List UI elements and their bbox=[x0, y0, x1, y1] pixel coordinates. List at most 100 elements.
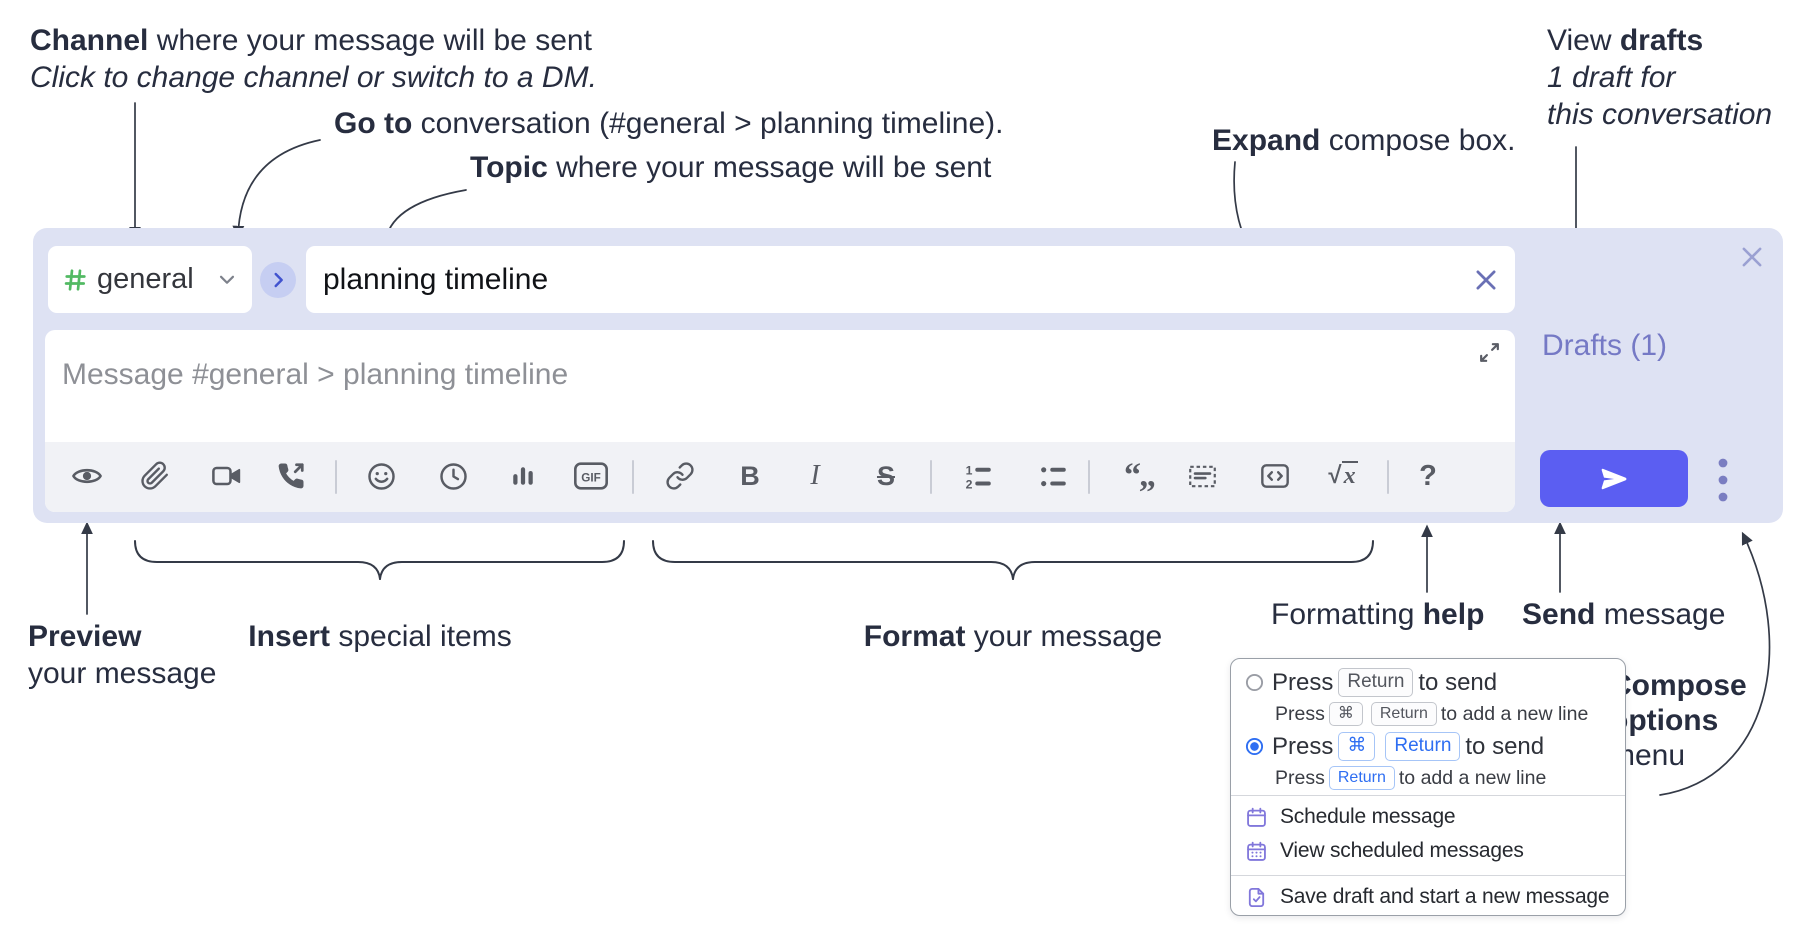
schedule-message-item[interactable]: Schedule message bbox=[1245, 805, 1456, 829]
annotation-goto: Go to conversation (#general > planning … bbox=[334, 107, 1004, 140]
annotation-send: Send message bbox=[1522, 598, 1726, 631]
numbered-list-icon: 1 2 bbox=[965, 463, 991, 491]
italic-glyph: I bbox=[810, 460, 820, 491]
bulleted-list-button[interactable] bbox=[1030, 453, 1076, 499]
annotation-formatting-help: Formatting help bbox=[1271, 598, 1485, 631]
spoiler-icon bbox=[1188, 465, 1216, 487]
calendar-icon bbox=[1247, 807, 1266, 827]
message-formatting-help-button[interactable]: ? bbox=[1405, 453, 1451, 499]
cmd-enter-sends-option[interactable]: Press ⌘ Return to send bbox=[1245, 732, 1544, 761]
topic-clear-button[interactable] bbox=[1471, 265, 1501, 295]
expand-compose-button[interactable] bbox=[1477, 340, 1502, 370]
math-glyph: √x bbox=[1328, 461, 1358, 489]
enter-sends-option-subtext: Press ⌘ Return to add a new line bbox=[1275, 702, 1589, 726]
topic-input[interactable] bbox=[323, 262, 1471, 297]
toolbar-divider bbox=[632, 460, 634, 494]
kebab-icon bbox=[1718, 458, 1728, 502]
radio-selected-icon[interactable] bbox=[1245, 737, 1264, 756]
toolbar-divider bbox=[1088, 460, 1090, 494]
svg-text:2: 2 bbox=[965, 477, 972, 491]
compose-box: general Message #general > planning time… bbox=[33, 228, 1783, 523]
bold-button[interactable]: B bbox=[727, 453, 773, 499]
strikethrough-button[interactable]: S bbox=[863, 453, 909, 499]
close-icon bbox=[1742, 247, 1762, 267]
question-mark-glyph: ? bbox=[1419, 459, 1437, 492]
quote-button[interactable]: “„ bbox=[1116, 453, 1162, 499]
gif-button[interactable]: GIF bbox=[568, 453, 614, 499]
compose-toolbar: GIF B I S bbox=[45, 442, 1515, 512]
gif-icon: GIF bbox=[574, 462, 608, 490]
annotation-insert: Insert special items bbox=[248, 620, 512, 653]
send-button[interactable] bbox=[1540, 450, 1688, 507]
send-icon bbox=[1601, 468, 1627, 489]
video-camera-icon bbox=[212, 466, 241, 486]
audio-call-button[interactable] bbox=[268, 453, 314, 499]
radio-unselected-icon[interactable] bbox=[1245, 673, 1264, 692]
numbered-list-button[interactable]: 1 2 bbox=[955, 453, 1001, 499]
channel-hash-icon bbox=[64, 268, 86, 291]
go-to-conversation-button[interactable] bbox=[260, 262, 296, 298]
popup-divider bbox=[1231, 875, 1625, 876]
annotation-preview: Preview your message bbox=[28, 620, 217, 690]
compose-options-menu-button[interactable] bbox=[1705, 452, 1741, 508]
enter-sends-option[interactable]: Press Return to send bbox=[1245, 668, 1497, 697]
spoiler-button[interactable] bbox=[1179, 453, 1225, 499]
popup-divider bbox=[1231, 795, 1625, 796]
toolbar-divider bbox=[1387, 460, 1389, 494]
annotation-compose-menu: Compose options menu bbox=[1610, 669, 1747, 772]
emoji-button[interactable] bbox=[358, 453, 404, 499]
chevron-down-icon bbox=[219, 275, 235, 284]
bar-chart-icon bbox=[513, 467, 533, 485]
bold-glyph: B bbox=[740, 460, 760, 491]
document-check-icon bbox=[1248, 887, 1265, 907]
return-key: Return bbox=[1385, 732, 1461, 761]
bulleted-list-icon bbox=[1040, 466, 1066, 486]
view-scheduled-messages-item[interactable]: View scheduled messages bbox=[1245, 839, 1524, 863]
toolbar-divider bbox=[335, 460, 337, 494]
eye-icon bbox=[72, 468, 102, 484]
calendar-dots-icon bbox=[1247, 841, 1266, 861]
close-icon bbox=[1476, 270, 1496, 289]
topic-field bbox=[306, 246, 1515, 313]
annotation-view-drafts: View drafts 1 draft for this conversatio… bbox=[1547, 24, 1773, 131]
channel-picker-button[interactable]: general bbox=[48, 246, 252, 313]
message-placeholder: Message #general > planning timeline bbox=[62, 358, 569, 391]
svg-text:1: 1 bbox=[965, 463, 972, 477]
annotation-topic: Topic where your message will be sent bbox=[470, 151, 992, 184]
quote-glyph: “„ bbox=[1124, 457, 1156, 494]
return-key: Return bbox=[1370, 702, 1437, 726]
cmd-key: ⌘ bbox=[1328, 702, 1363, 726]
toolbar-divider bbox=[930, 460, 932, 494]
annotation-channel: Channel where your message will be sent … bbox=[30, 24, 597, 94]
poll-button[interactable] bbox=[500, 453, 546, 499]
smiley-icon bbox=[367, 462, 395, 490]
preview-button[interactable] bbox=[64, 453, 110, 499]
time-button[interactable] bbox=[430, 453, 476, 499]
strikethrough-glyph: S bbox=[876, 460, 895, 491]
phone-outgoing-icon bbox=[278, 463, 304, 489]
annotation-expand: Expand compose box. bbox=[1212, 124, 1516, 157]
chevron-right-icon bbox=[274, 272, 283, 288]
cmd-key: ⌘ bbox=[1338, 732, 1376, 761]
math-button[interactable]: √x bbox=[1320, 453, 1366, 499]
return-key: Return bbox=[1338, 668, 1414, 697]
svg-text:GIF: GIF bbox=[581, 471, 601, 484]
attach-file-button[interactable] bbox=[132, 453, 178, 499]
link-icon bbox=[666, 462, 694, 490]
italic-button[interactable]: I bbox=[792, 453, 838, 499]
paperclip-icon bbox=[141, 461, 168, 490]
cmd-enter-sends-option-subtext: Press Return to add a new line bbox=[1275, 766, 1547, 790]
close-compose-button[interactable] bbox=[1737, 242, 1767, 277]
code-icon bbox=[1261, 464, 1289, 488]
compose-options-popup: Press Return to send Press ⌘ Return to a… bbox=[1230, 658, 1626, 916]
link-button[interactable] bbox=[657, 453, 703, 499]
clock-icon bbox=[439, 462, 467, 490]
message-area[interactable]: Message #general > planning timeline bbox=[45, 330, 1515, 512]
return-key: Return bbox=[1328, 766, 1395, 790]
annotation-format: Format your message bbox=[863, 620, 1163, 653]
drafts-link[interactable]: Drafts (1) bbox=[1542, 329, 1668, 362]
code-button[interactable] bbox=[1252, 453, 1298, 499]
save-draft-item[interactable]: Save draft and start a new message bbox=[1245, 885, 1610, 909]
video-call-button[interactable] bbox=[204, 453, 250, 499]
expand-icon bbox=[1480, 343, 1499, 362]
